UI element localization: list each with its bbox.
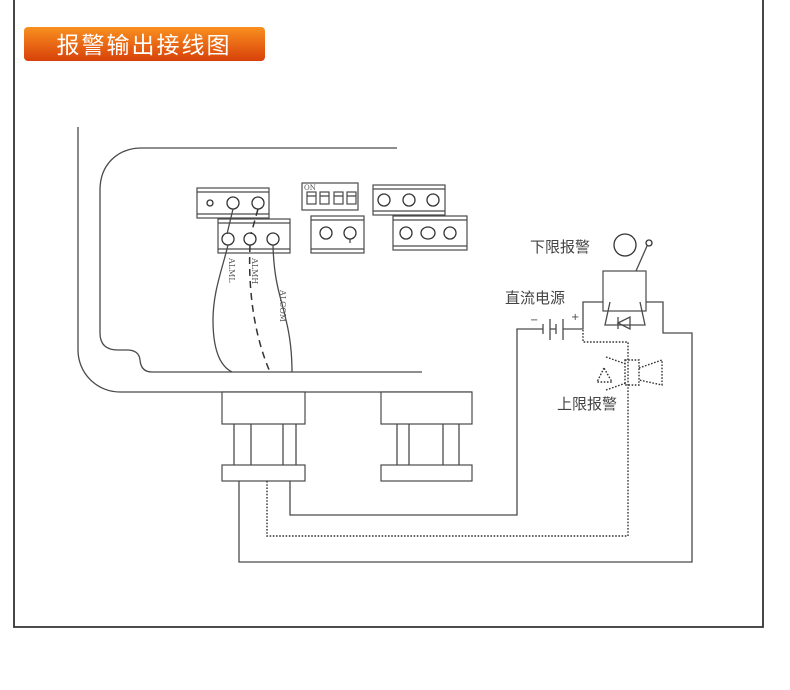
battery-minus-sign: −	[530, 315, 538, 326]
terminal-screw-alml	[221, 232, 235, 246]
wire-almh	[248, 208, 271, 373]
wire-label-alml: ALML	[227, 257, 236, 283]
terminal-screw	[206, 199, 214, 207]
terminal-block-d	[310, 215, 365, 254]
dc-battery-icon: − +	[530, 312, 579, 340]
upper-alarm-label: 上限报警	[557, 395, 617, 413]
cable-connector-right	[380, 391, 473, 482]
terminal-screw	[443, 226, 457, 240]
wire-common-to-lamp	[238, 301, 693, 563]
terminal-screw-alcom	[266, 232, 280, 246]
terminal-screw	[343, 226, 357, 240]
wire-battery-plus-to-relay	[563, 301, 610, 330]
terminal-screw	[377, 193, 391, 207]
page-title: 报警输出接线图	[57, 33, 232, 59]
page-frame	[13, 0, 764, 628]
housing-outer-outline	[77, 127, 472, 393]
upper-alarm-siren-icon	[595, 356, 663, 391]
lower-alarm-label: 下限报警	[530, 238, 590, 256]
wire-label-alcom: ALCOM	[278, 289, 287, 322]
external-wiring	[238, 301, 693, 563]
terminal-screw	[402, 193, 416, 207]
housing-inner-outline	[99, 147, 422, 373]
dip-switch: ON	[301, 182, 359, 211]
terminal-screw	[319, 226, 333, 240]
dip-switch-on-label: ON	[304, 184, 316, 192]
wire-label-almh: ALMH	[250, 257, 259, 284]
terminal-screw	[251, 196, 265, 210]
lower-alarm-lamp-icon	[613, 233, 653, 272]
wire-alml	[212, 208, 234, 373]
cable-connector-left	[221, 391, 306, 482]
diode-icon	[616, 315, 631, 331]
terminal-screw	[226, 196, 240, 210]
terminal-screw	[426, 193, 440, 207]
dip-switch-levers	[306, 191, 357, 205]
title-banner: 报警输出接线图	[24, 27, 265, 61]
dc-power-label: 直流电源	[505, 289, 565, 307]
terminal-block-a	[196, 187, 270, 219]
terminal-screw	[399, 226, 413, 240]
wire-upper-alarm	[266, 330, 629, 537]
relay-icon	[602, 270, 647, 331]
wire-alcom	[272, 244, 293, 373]
terminal-screw	[420, 226, 436, 240]
device-housing	[77, 127, 472, 393]
terminal-block-e	[392, 215, 468, 251]
battery-plus-sign: +	[571, 312, 579, 323]
terminal-screw-almh	[243, 232, 257, 246]
internal-wires: ALML ALMH ALCOM	[212, 208, 293, 373]
terminal-block-c	[372, 184, 446, 216]
wire-to-battery-minus	[289, 328, 543, 516]
